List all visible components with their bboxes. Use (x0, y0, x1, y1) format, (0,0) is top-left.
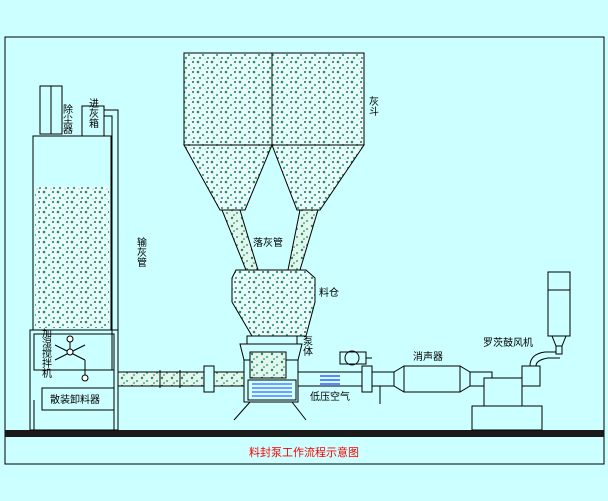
label-roots-blower: 罗茨鼓风机 (483, 336, 533, 349)
label-low-pressure-air: 低压空气 (310, 390, 350, 403)
storage-tank (33, 136, 111, 330)
label-silencer: 消声器 (413, 350, 443, 363)
label-ash-hopper: 灰斗 (367, 95, 379, 116)
dust-collector (40, 86, 62, 134)
label-bulk-unloader: 散装卸料器 (50, 393, 100, 406)
label-dust-collector: 除尘器 (61, 103, 73, 135)
label-drop-pipe: 落灰管 (253, 236, 283, 249)
label-humidifier-mixer: 加湿搅拌机 (40, 328, 52, 379)
label-ash-pipe: 输灰管 (135, 236, 147, 268)
label-ash-feed-box: 进灰箱 (87, 98, 99, 129)
floor (5, 430, 604, 437)
label-pump-body: 泵体 (301, 336, 313, 357)
diagram-caption: 料封泵工作流程示意图 (249, 445, 359, 459)
label-silo: 料仓 (319, 286, 339, 299)
